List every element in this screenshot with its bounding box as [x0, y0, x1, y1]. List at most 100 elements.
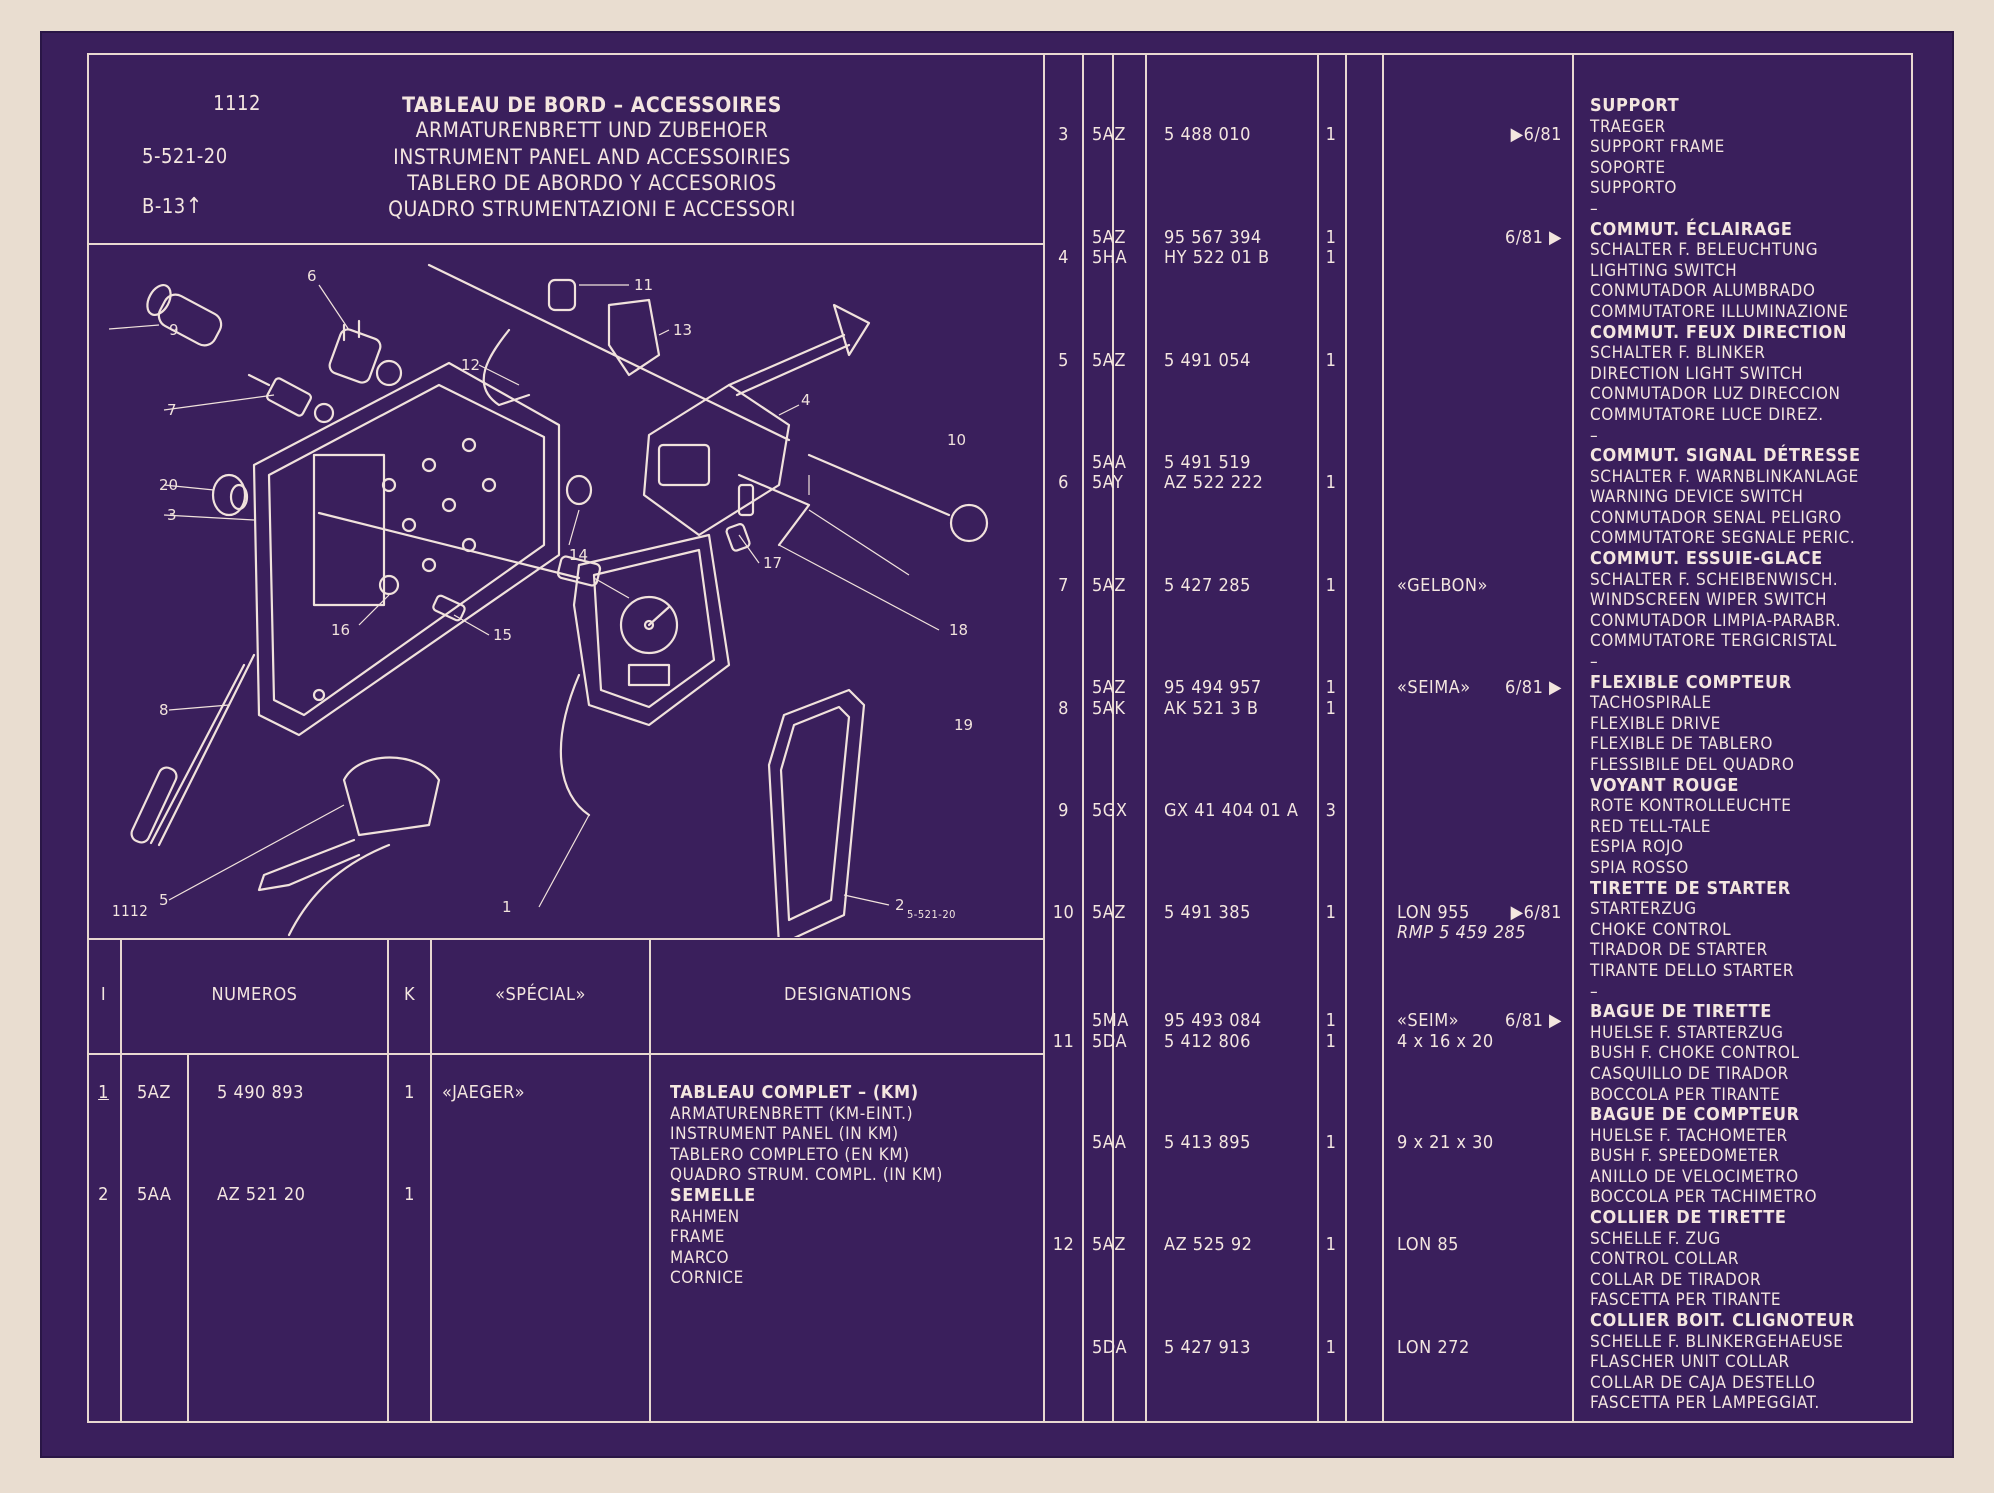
row-code: 5GX [1092, 800, 1128, 821]
row-code: 5AZ [1092, 677, 1126, 698]
row-special: «SEIM» [1397, 1010, 1460, 1031]
row-number: AZ 521 20 [217, 1184, 306, 1205]
designation-line: COMMUTATORE SEGNALE PERIC. [1590, 528, 1856, 549]
designation-line: COMMUT. ESSUIE-GLACE [1590, 548, 1823, 570]
designation-line: TABLERO COMPLETO (EN KM) [670, 1144, 910, 1165]
right-col-rule [1572, 53, 1574, 1423]
figure-ref-text: B-13 [142, 194, 186, 218]
designation-line: CORNICE [670, 1268, 744, 1289]
row-k: 1 [1325, 1010, 1337, 1031]
row-code: 5HA [1092, 247, 1128, 268]
designation-line: CASQUILLO DE TIRADOR [1590, 1063, 1789, 1084]
row-special: «JAEGER» [442, 1082, 525, 1103]
designation-line: DIRECTION LIGHT SWITCH [1590, 363, 1804, 384]
designation-line: COLLAR DE CAJA DESTELLO [1590, 1372, 1816, 1393]
designation-line: CONMUTADOR ALUMBRADO [1590, 281, 1816, 302]
designation-line: BOCCOLA PER TACHIMETRO [1590, 1187, 1818, 1208]
diagram-caption-left: 1112 [112, 902, 149, 920]
designation-line: COMMUTATORE ILLUMINAZIONE [1590, 301, 1849, 322]
designation-line: SUPPORT FRAME [1590, 137, 1725, 158]
callout-8: 8 [159, 701, 169, 719]
row-k: 1 [1325, 1031, 1337, 1052]
callout-7: 7 [167, 401, 177, 419]
row-k: 1 [1325, 1234, 1337, 1255]
column-header-divider [87, 1053, 1045, 1055]
title-en: INSTRUMENT PANEL AND ACCESSOIRIES [393, 145, 791, 169]
designation-line: TABLEAU COMPLET – (KM) [670, 1082, 919, 1103]
title-de: ARMATURENBRETT UND ZUBEHOER [415, 118, 769, 142]
designation-line: COMMUT. ÉCLAIRAGE [1590, 218, 1793, 240]
row-number: 5 427 913 [1164, 1337, 1251, 1358]
part-15-collar [432, 594, 466, 622]
row-code: 5AZ [1092, 575, 1126, 596]
row-number: AZ 522 222 [1164, 472, 1264, 493]
row-code: 5AZ [1092, 902, 1126, 923]
part-5-wiper-switch [257, 756, 441, 937]
row-item: 5 [1058, 350, 1069, 371]
designation-line: QUADRO STRUM. COMPL. (IN KM) [670, 1165, 943, 1186]
left-col-rule [387, 938, 389, 1423]
callout-18: 18 [949, 621, 968, 639]
designation-line: TRAEGER [1590, 116, 1666, 137]
callout-9: 9 [169, 321, 179, 339]
col-header-designations: DESIGNATIONS [784, 984, 912, 1005]
designation-line: FLEXIBLE COMPTEUR [1590, 671, 1792, 693]
row-special: RMP 5 459 285 [1397, 922, 1527, 943]
part-10-choke-cable [737, 453, 989, 547]
row-k: 1 [1325, 575, 1337, 596]
part-8-rod [130, 653, 256, 847]
designation-line: COLLIER DE TIRETTE [1590, 1207, 1787, 1229]
designation-line: FLESSIBILE DEL QUADRO [1590, 755, 1795, 775]
row-code: 5AZ [1092, 350, 1126, 371]
row-number: 95 494 957 [1164, 677, 1262, 698]
designation-line: FLEXIBLE DE TABLERO [1590, 734, 1773, 755]
row-code: 5AZ [1092, 227, 1126, 248]
part-13-bracket [427, 263, 791, 442]
right-panel-frame [1045, 53, 1913, 1423]
row-number: GX 41 404 01 A [1164, 800, 1299, 821]
part-16-ring [378, 574, 400, 596]
designation-line: COMMUTATORE LUCE DIREZ. [1590, 404, 1824, 425]
row-special: 9 x 21 x 30 [1397, 1132, 1494, 1153]
row-number: 5 488 010 [1164, 124, 1251, 145]
part-2-bezel [767, 688, 866, 937]
part-14-bulb [565, 474, 593, 506]
designation-line: SCHALTER F. BLINKER [1590, 343, 1766, 364]
row-number: 5 490 893 [217, 1082, 304, 1103]
designation-line: COMMUT. SIGNAL DÉTRESSE [1590, 445, 1861, 467]
designation-line: HUELSE F. STARTERZUG [1590, 1022, 1784, 1043]
right-col-rule [1082, 53, 1084, 1423]
callout-17: 17 [763, 554, 782, 572]
row-k: 1 [1325, 902, 1337, 923]
page-number: 1112 [213, 91, 261, 115]
part-7-switch [247, 373, 335, 424]
row-k: 1 [1325, 677, 1337, 698]
designation-line: MARCO [670, 1247, 730, 1268]
callout-6: 6 [307, 267, 317, 285]
parts-catalog-sheet: 1112 5-521-20 B-13↑ TABLEAU DE BORD – AC… [42, 33, 1952, 1456]
designation-line: FLASCHER UNIT COLLAR [1590, 1352, 1790, 1373]
row-item: 6 [1058, 472, 1069, 493]
row-k: 1 [1325, 247, 1337, 268]
row-k: 3 [1325, 800, 1337, 821]
designation-line: FASCETTA PER LAMPEGGIAT. [1590, 1393, 1820, 1414]
row-code: 5AZ [137, 1082, 171, 1103]
designation-line: WINDSCREEN WIPER SWITCH [1590, 590, 1828, 611]
callout-20: 20 [159, 476, 178, 494]
right-col-rule [1112, 53, 1114, 1423]
col-header-item: I [100, 984, 107, 1005]
up-arrow-icon: ↑ [185, 194, 203, 219]
designation-line: BAGUE DE TIRETTE [1590, 1001, 1772, 1023]
col-header-k: K [403, 984, 416, 1005]
part-4-switch-unit [642, 303, 871, 537]
figure-ref: B-13↑ [142, 194, 203, 219]
row-k: 1 [404, 1082, 415, 1103]
row-special: LON 85 [1397, 1234, 1459, 1255]
callout-3: 3 [167, 506, 177, 524]
designation-line: COMMUT. FEUX DIRECTION [1590, 321, 1848, 343]
callout-11: 11 [634, 276, 653, 294]
designation-line: BUSH F. SPEEDOMETER [1590, 1146, 1780, 1167]
left-col-rule [187, 1053, 189, 1423]
row-number: 5 491 385 [1164, 902, 1251, 923]
row-special: 4 x 16 x 20 [1397, 1031, 1494, 1052]
